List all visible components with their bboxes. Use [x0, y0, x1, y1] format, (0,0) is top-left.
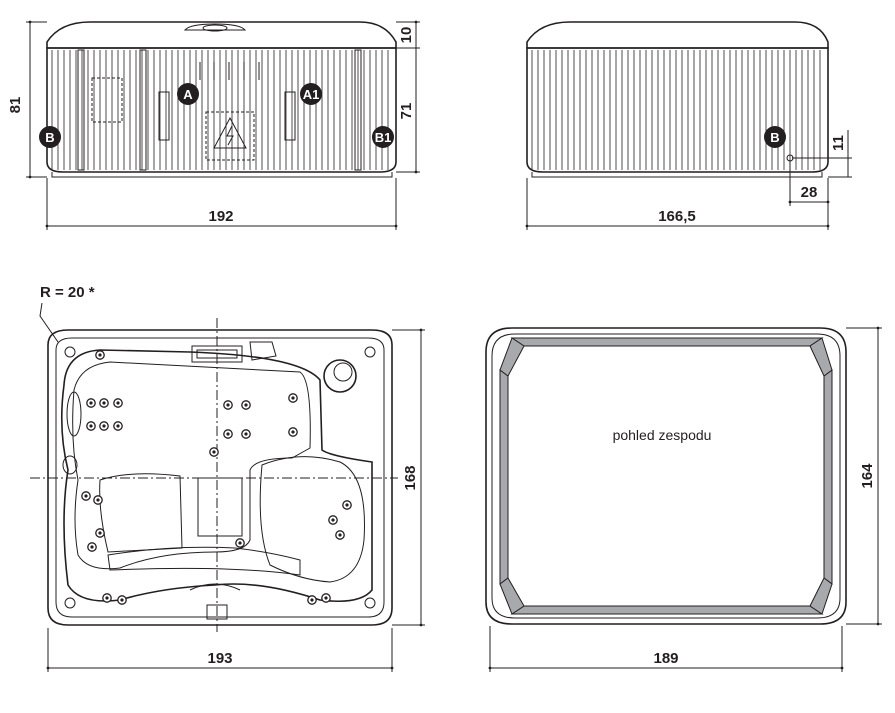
top-view: R = 20 * 193 168 — [30, 284, 425, 672]
body-height-dim: 71 — [398, 103, 415, 120]
side-slats — [531, 50, 821, 170]
jet-nozzle-center — [116, 401, 120, 405]
top-width-dim: 193 — [207, 650, 232, 667]
jet-nozzle-center — [120, 598, 124, 602]
jet-nozzle-center — [338, 533, 342, 537]
jet-nozzle-center — [331, 518, 335, 522]
control-panel-outline — [91, 77, 123, 123]
marker-b: B — [39, 126, 61, 148]
svg-text:B1: B1 — [375, 130, 392, 145]
jet-nozzle-center — [244, 432, 248, 436]
jet-nozzle-center — [102, 424, 106, 428]
jet-nozzle-center — [226, 432, 230, 436]
jet-nozzle-center — [226, 403, 230, 407]
svg-text:B: B — [45, 130, 54, 145]
bottom-view: pohled zespodu 189 164 — [485, 326, 882, 672]
radius-label: R = 20 * — [40, 284, 95, 301]
front-height-dim: 81 — [7, 97, 24, 114]
lid-height-dim: 10 — [398, 27, 415, 44]
marker-a1: A1 — [300, 83, 322, 105]
marker-a: A — [177, 83, 199, 105]
svg-text:B: B — [770, 130, 779, 145]
front-slats — [51, 50, 389, 170]
side-view: B 166,5 28 11 — [525, 21, 852, 230]
jet-nozzle-center — [96, 498, 100, 502]
bottom-width-dim: 189 — [653, 650, 678, 667]
jet-nozzle-center — [90, 545, 94, 549]
jet-nozzle-center — [244, 403, 248, 407]
electric-panel-outline — [205, 111, 255, 161]
front-view: A A1 B B1 192 81 10 71 — [7, 20, 420, 230]
hazard-icon — [213, 116, 247, 149]
top-height-dim: 168 — [402, 465, 419, 490]
jet-nozzle-center — [291, 396, 295, 400]
bottom-view-caption: pohled zespodu — [613, 427, 712, 443]
jet-nozzle-center — [105, 596, 109, 600]
jet-nozzle-center — [102, 401, 106, 405]
drain-height-dim: 11 — [830, 135, 847, 151]
jet-nozzle-center — [98, 531, 102, 535]
front-width-dim: 192 — [208, 208, 233, 225]
jet-nozzle-center — [324, 596, 328, 600]
base-frame — [499, 337, 833, 615]
bottom-height-dim: 164 — [859, 463, 876, 489]
jet-nozzle-center — [84, 494, 88, 498]
jets — [81, 350, 352, 605]
side-width-dim: 166,5 — [658, 208, 696, 225]
offset-dim: 28 — [801, 184, 818, 201]
marker-b1: B1 — [372, 126, 394, 148]
jet-nozzle-center — [212, 450, 216, 454]
svg-text:A1: A1 — [303, 87, 320, 102]
jet-nozzle-center — [116, 424, 120, 428]
jet-nozzle-center — [98, 353, 102, 357]
side-marker-b: B — [764, 126, 786, 148]
jet-nozzle-center — [345, 503, 349, 507]
jet-nozzle-center — [310, 598, 314, 602]
jet-nozzle-center — [238, 541, 242, 545]
svg-text:A: A — [183, 87, 193, 102]
jet-nozzle-center — [89, 401, 93, 405]
jet-nozzle-center — [89, 424, 93, 428]
jet-nozzle-center — [291, 430, 295, 434]
